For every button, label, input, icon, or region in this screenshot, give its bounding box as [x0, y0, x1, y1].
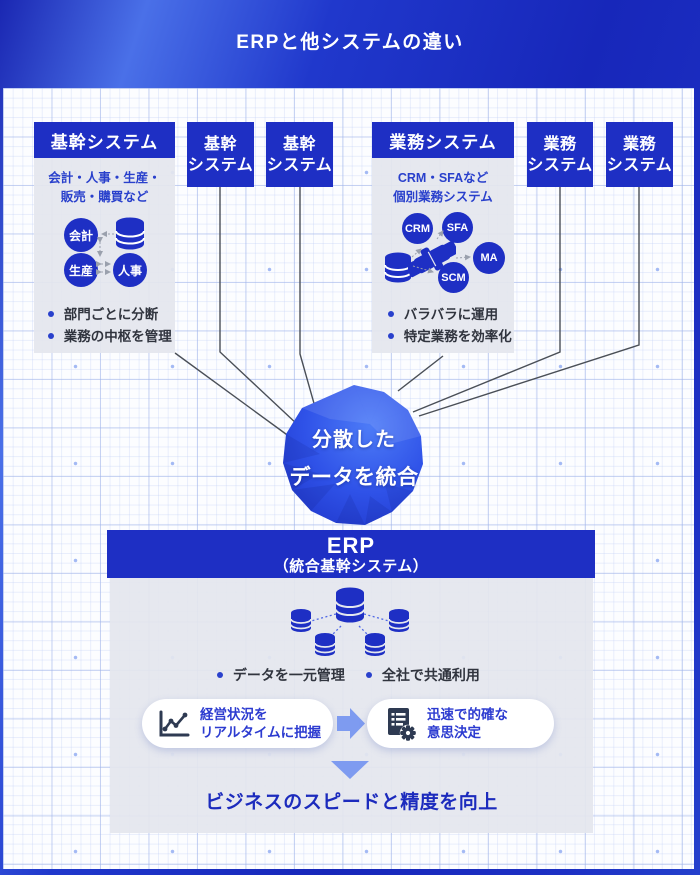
flow-step-decision: 迅速で的確な 意思決定: [367, 699, 554, 748]
erp-title: ERP: [326, 533, 376, 558]
flow-step-realtime-label: 経営状況を リアルタイムに把握: [200, 706, 322, 740]
arrow-down-icon: [331, 761, 369, 779]
node-accounting: 会計: [64, 218, 98, 252]
arrow-right-icon: [337, 708, 365, 739]
node-ma: MA: [473, 242, 505, 274]
core-bullet-1: 部門ごとに分断: [48, 303, 159, 323]
core-system-sub-box-1: 基幹 システム: [187, 122, 254, 187]
flow-step-decision-label: 迅速で的確な 意思決定: [427, 706, 508, 740]
biz-bullet-1: バラバラに運用: [388, 303, 498, 323]
biz-bullet-2: 特定業務を効率化: [388, 325, 512, 345]
diagram-canvas: 基幹システム 会計・人事・生産・ 販売・購買など 会計 生産 人事: [3, 88, 694, 869]
page-title: ERPと他システムの違い: [236, 32, 464, 53]
erp-subtitle: （統合基幹システム）: [273, 558, 429, 575]
biz-system-description: CRM・SFAなど 個別業務システム: [393, 171, 493, 204]
erp-header-box: ERP （統合基幹システム）: [107, 530, 595, 578]
core-bullet-2: 業務の中枢を管理: [48, 325, 172, 345]
core-system-main-box: 基幹システム: [34, 122, 175, 158]
database-cluster-icon: [290, 587, 410, 656]
biz-system-sub-box-1: 業務 システム: [527, 122, 593, 187]
integration-sphere: 分散した データを統合: [280, 384, 428, 530]
core-system-description: 会計・人事・生産・ 販売・購買など: [48, 171, 161, 204]
erp-headline: ビジネスのスピードと精度を向上: [205, 792, 498, 813]
document-gear-icon: [388, 707, 417, 741]
biz-system-main-label: 業務システム: [389, 132, 497, 152]
core-system-sub-box-2: 基幹 システム: [266, 122, 333, 187]
database-icon: [115, 217, 145, 250]
polyhedron-icon: [283, 385, 423, 525]
node-production: 生産: [64, 253, 98, 287]
erp-bullet-2: 全社で共通利用: [366, 665, 480, 685]
integration-label: 分散した データを統合: [289, 429, 419, 489]
handshake-icon: [408, 240, 456, 278]
biz-system-main-box: 業務システム: [372, 122, 514, 158]
core-system-main-label: 基幹システム: [50, 132, 159, 152]
flow-step-realtime: 経営状況を リアルタイムに把握: [142, 699, 333, 748]
biz-system-sub-box-2: 業務 システム: [606, 122, 673, 187]
line-chart-icon: [159, 710, 190, 736]
node-hr: 人事: [113, 253, 147, 287]
erp-bullet-1: データを一元管理: [217, 665, 345, 685]
